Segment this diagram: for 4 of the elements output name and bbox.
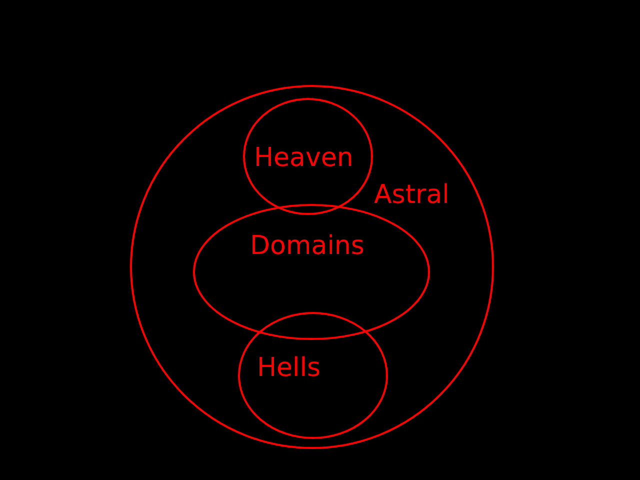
- region-label: Astral: [374, 180, 450, 210]
- region-label: Heaven: [254, 143, 354, 173]
- region-label: Hells: [257, 353, 321, 383]
- region-label: Domains: [250, 231, 364, 261]
